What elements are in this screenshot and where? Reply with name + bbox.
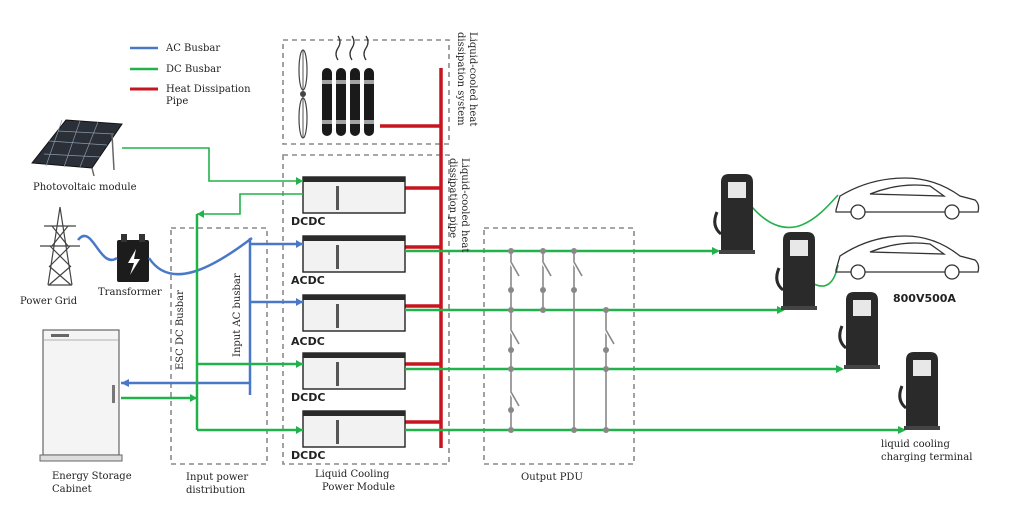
terminal-label-2: charging terminal	[881, 452, 972, 463]
charger-icon-2	[775, 232, 817, 310]
dc-busbar	[121, 147, 906, 434]
power-module-1: DCDC	[291, 176, 406, 228]
module-5-label: DCDC	[291, 449, 325, 462]
fan-icon	[298, 49, 308, 139]
legend-pipe-label-2: Pipe	[166, 96, 188, 107]
power-module-2: ACDC	[291, 235, 406, 287]
charger-icon	[713, 174, 755, 254]
heat-dissipation-pipe	[380, 68, 443, 448]
power-module-box	[282, 154, 450, 465]
heat-system-label: Liquid-cooled heat	[467, 32, 478, 126]
power-grid-label: Power Grid	[20, 296, 78, 307]
storage-label-2: Cabinet	[52, 484, 92, 495]
car-icon	[835, 177, 980, 220]
transformer-label: Transformer	[98, 287, 162, 298]
input-dist-label: Input power	[186, 472, 248, 483]
output-pdu-label: Output PDU	[521, 472, 583, 483]
heat-pipe-label-2: dissipation pipe	[447, 158, 458, 238]
legend-dc-label: DC Busbar	[166, 64, 221, 75]
module-1-label: DCDC	[291, 215, 325, 228]
ess-dc-busbar-label: ESC DC Busbar	[175, 290, 186, 370]
input-dist-label-2: distribution	[186, 485, 246, 496]
storage-cabinet-icon	[39, 329, 123, 462]
module-2-label: ACDC	[291, 274, 325, 287]
transformer-icon	[117, 234, 149, 282]
heat-system-label-2: dissipation system	[455, 32, 466, 126]
module-3-label: ACDC	[291, 335, 325, 348]
power-tower-icon	[40, 206, 80, 286]
storage-label: Energy Storage	[52, 471, 132, 482]
charger-icon-3	[838, 292, 880, 369]
car-icon-2	[835, 235, 980, 280]
output-pdu-switches	[508, 248, 616, 433]
radiator-icon	[318, 35, 380, 136]
ac-busbar	[77, 234, 303, 395]
legend-ac-label: AC Busbar	[165, 43, 220, 54]
module-label: Liquid Cooling	[315, 469, 390, 480]
input-distribution-box	[170, 227, 268, 465]
heat-dissipation-box	[282, 39, 450, 145]
charger-icon-4	[898, 352, 940, 430]
module-4-label: DCDC	[291, 391, 325, 404]
input-ac-busbar-label: Input AC busbar	[232, 273, 243, 357]
output-pdu-box	[483, 227, 635, 465]
terminal-label: liquid cooling	[881, 439, 950, 450]
photovoltaic-label: Photovoltaic module	[33, 182, 137, 193]
power-module-5: DCDC	[291, 410, 406, 462]
module-label-2: Power Module	[322, 482, 395, 493]
rating-label: 800V500A	[893, 292, 956, 305]
power-module-3: ACDC	[291, 294, 406, 348]
heat-pipe-label: Liquid-cooled heat	[459, 158, 470, 252]
legend: AC Busbar DC Busbar Heat Dissipation Pip…	[130, 43, 251, 107]
solar-panel-icon	[31, 119, 123, 177]
power-module-4: DCDC	[291, 352, 406, 404]
legend-pipe-label: Heat Dissipation	[166, 84, 251, 95]
